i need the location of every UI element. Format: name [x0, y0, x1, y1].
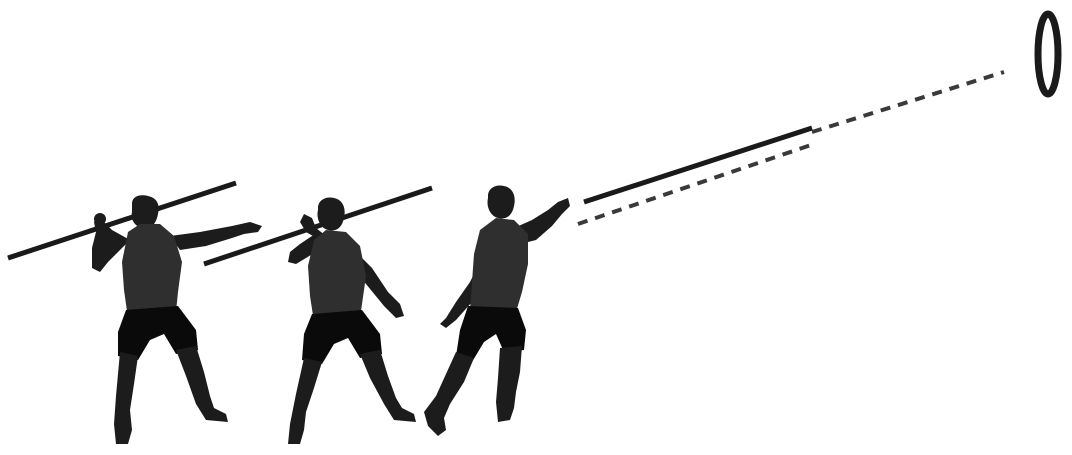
- athlete-2-left-leg: [288, 358, 322, 444]
- trajectory-upper-dashed: [812, 72, 1004, 132]
- athlete-figure-3: [424, 128, 812, 436]
- athlete-3-head: [487, 185, 514, 218]
- athlete-3-trailing-leg: [424, 352, 474, 436]
- athlete-1-front-arm: [170, 222, 262, 250]
- athlete-2-head: [317, 197, 344, 230]
- trajectory: [578, 72, 1004, 224]
- athlete-1-right-leg: [176, 346, 228, 422]
- athlete-3-front-leg: [496, 346, 522, 422]
- javelin-3: [584, 128, 812, 202]
- athlete-1-back-hand: [94, 213, 106, 225]
- athlete-2-right-leg: [360, 350, 416, 422]
- athlete-1-torso: [122, 224, 182, 318]
- athlete-3-torso: [470, 218, 528, 312]
- athlete-1-left-leg: [114, 352, 138, 444]
- trajectory-lower-dashed: [578, 144, 814, 224]
- athlete-2-torso: [308, 230, 366, 322]
- athlete-figure-1: [8, 183, 262, 444]
- athlete-1-head: [132, 195, 159, 228]
- target-ring-icon: [1038, 14, 1058, 94]
